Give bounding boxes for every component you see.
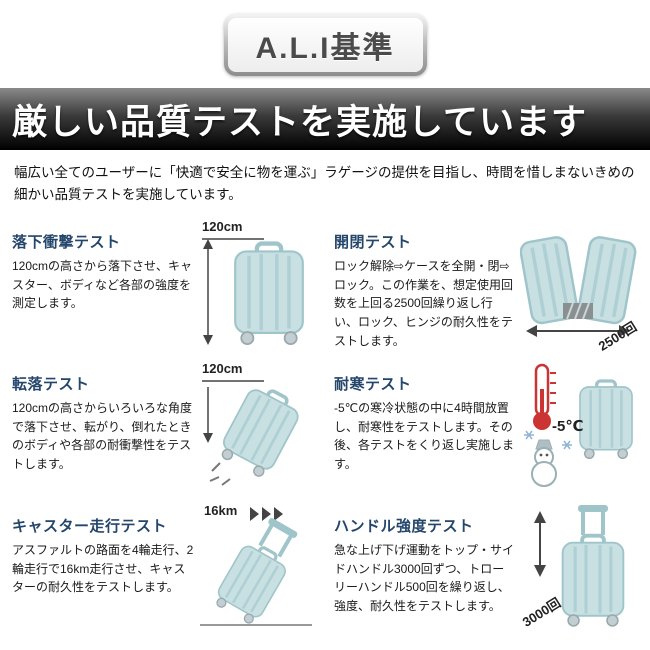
test-item-tumble: 転落テスト 120cmの高さからいろいろな角度で落下させ、転がり、倒れたときのボ… <box>12 361 316 489</box>
badge-row: A.L.I基準 <box>0 0 650 76</box>
suitcase-handle-icon <box>534 505 626 628</box>
cold-resistance-illustration: -5℃ <box>520 361 638 489</box>
drop-height-label: 120cm <box>202 219 243 235</box>
suitcase-tumble-icon <box>202 379 306 486</box>
test-item-open-close: 開閉テスト ロック解除⇨ケースを全開・閉⇨ロック。この作業を、想定使用回数を上回… <box>334 219 639 354</box>
test-item-caster-run: キャスター走行テスト アスファルトの路面を4輪走行、2輪走行で16km走行させ、… <box>12 503 316 631</box>
tumble-text: 転落テスト 120cmの高さからいろいろな角度で落下させ、転がり、倒れたときのボ… <box>12 361 194 489</box>
suitcase-rolling-icon <box>200 507 312 629</box>
test-description: アスファルトの路面を4輪走行、2輪走行で16km走行させ、キャスターの耐久性をテ… <box>12 543 194 595</box>
caster-run-illustration: 16km <box>198 503 316 631</box>
page-title: 厳しい品質テストを実施しています <box>12 102 587 142</box>
test-name: キャスター走行テスト <box>12 518 168 536</box>
suitcase-drop-icon <box>202 238 316 346</box>
handle-strength-text: ハンドル強度テスト 急な上げ下げ運動をトップ・サイドハンドル3000回ずつ、トロ… <box>334 503 516 631</box>
test-item-handle-strength: ハンドル強度テスト 急な上げ下げ運動をトップ・サイドハンドル3000回ずつ、トロ… <box>334 503 638 631</box>
run-distance-label: 16km <box>204 503 238 519</box>
tumble-height-label: 120cm <box>202 361 243 377</box>
temperature-label: -5℃ <box>552 418 584 436</box>
thermometer-snowman-icon <box>524 363 634 488</box>
ali-standard-badge: A.L.I基準 <box>223 14 427 76</box>
test-name: ハンドル強度テスト <box>334 518 474 536</box>
test-item-drop-impact: 落下衝撃テスト 120cmの高さから落下させ、キャスター、ボディなど各部の強度を… <box>12 219 316 347</box>
test-description: -5℃の寒冷状態の中に4時間放置し、耐寒性をテストします。その後、各テストをくり… <box>334 401 515 471</box>
cold-resistance-text: 耐寒テスト -5℃の寒冷状態の中に4時間放置し、耐寒性をテストします。その後、各… <box>334 361 516 489</box>
suitcase-open-icon <box>520 236 637 338</box>
open-close-text: 開閉テスト ロック解除⇨ケースを全開・閉⇨ロック。この作業を、想定使用回数を上回… <box>334 219 516 347</box>
test-name: 転落テスト <box>12 376 90 394</box>
test-description: 120cmの高さから落下させ、キャスター、ボディなど各部の強度を測定します。 <box>12 259 193 311</box>
open-close-illustration: 2500回 <box>520 219 639 354</box>
ali-standard-badge-inner: A.L.I基準 <box>227 18 423 72</box>
tests-grid: 落下衝撃テスト 120cmの高さから落下させ、キャスター、ボディなど各部の強度を… <box>0 205 650 631</box>
drop-impact-illustration: 120cm <box>198 219 316 347</box>
handle-strength-illustration: 3000回 <box>520 503 638 631</box>
test-description: 急な上げ下げ運動をトップ・サイドハンドル3000回ずつ、トローリーハンドル500… <box>334 543 515 613</box>
test-name: 耐寒テスト <box>334 376 412 394</box>
test-name: 開閉テスト <box>334 234 412 252</box>
caster-run-text: キャスター走行テスト アスファルトの路面を4輪走行、2輪走行で16km走行させ、… <box>12 503 194 631</box>
badge-label: A.L.I基準 <box>255 32 395 65</box>
test-description: ロック解除⇨ケースを全開・閉⇨ロック。この作業を、想定使用回数を上回る2500回… <box>334 259 514 348</box>
page-title-bar: 厳しい品質テストを実施しています <box>0 88 650 150</box>
drop-impact-text: 落下衝撃テスト 120cmの高さから落下させ、キャスター、ボディなど各部の強度を… <box>12 219 194 347</box>
tumble-illustration: 120cm <box>198 361 316 489</box>
test-item-cold-resistance: 耐寒テスト -5℃の寒冷状態の中に4時間放置し、耐寒性をテストします。その後、各… <box>334 361 638 489</box>
test-description: 120cmの高さからいろいろな角度で落下させ、転がり、倒れたときのボディや各部の… <box>12 401 193 471</box>
intro-text: 幅広い全てのユーザーに「快適で安全に物を運ぶ」ラゲージの提供を目指し、時間を惜し… <box>14 165 635 202</box>
test-name: 落下衝撃テスト <box>12 234 121 252</box>
